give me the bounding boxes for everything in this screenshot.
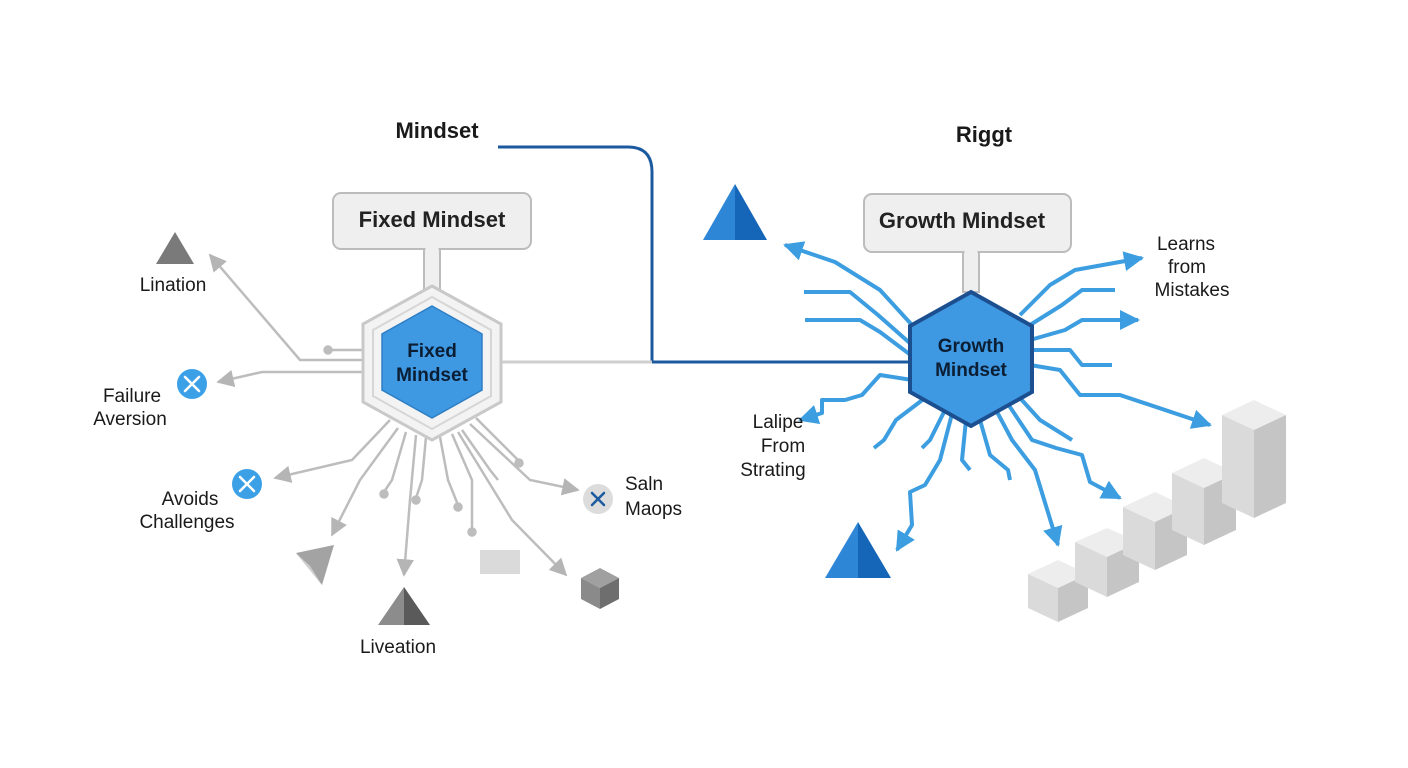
label-liveation: Liveation [360, 637, 436, 658]
block-1 [1028, 560, 1088, 622]
rectangle-icon [480, 550, 520, 574]
growth-hex-line1: Growth [938, 336, 1005, 357]
x-circle-icon [232, 469, 262, 499]
growth-hex [908, 289, 1034, 429]
blue-pyramid-icon [703, 184, 767, 240]
label-lination: Lination [140, 275, 207, 296]
label-saln-line1: Saln [625, 474, 663, 495]
x-circle-icon [583, 484, 613, 514]
fixed-box-label: Fixed Mindset [359, 207, 506, 232]
cone-icon [296, 545, 334, 585]
fixed-mindset-group: Fixed Mindset Fixed Mindset [93, 192, 682, 658]
main-connector-line [498, 145, 908, 364]
label-lalipe-line1: Lalipe [753, 412, 804, 433]
label-avoids-line2: Challenges [139, 512, 234, 533]
growth-hex-line2: Mindset [935, 360, 1007, 381]
fixed-hex-line2: Mindset [396, 365, 468, 386]
cube-icon [581, 568, 619, 609]
blue-pyramid-icon [825, 522, 891, 578]
growth-connectors [783, 241, 1212, 552]
block-5 [1222, 400, 1286, 518]
label-learns-line2: from [1168, 257, 1206, 278]
label-failure-line1: Failure [103, 386, 161, 407]
fixed-hex-core [381, 305, 483, 419]
fixed-connectors [208, 253, 580, 577]
x-circle-icon [177, 369, 207, 399]
label-lalipe-line2: From [761, 436, 805, 457]
label-lalipe-line3: Strating [740, 460, 805, 481]
fixed-hex-line1: Fixed [407, 341, 457, 362]
label-avoids-line1: Avoids [162, 489, 219, 510]
label-learns-line3: Mistakes [1155, 280, 1230, 301]
growth-mindset-group: Growth Mindset Growth Mindset [703, 184, 1286, 622]
staircase-blocks [1028, 400, 1286, 622]
growth-box-label: Growth Mindset [879, 208, 1046, 233]
triangle-icon [156, 232, 194, 264]
title-mindset: Mindset [395, 118, 479, 143]
label-failure-line2: Aversion [93, 409, 167, 430]
title-right: Riggt [956, 122, 1013, 147]
label-learns-line1: Learns [1157, 234, 1215, 255]
label-saln-line2: Maops [625, 499, 682, 520]
triangle-icon [378, 587, 430, 625]
